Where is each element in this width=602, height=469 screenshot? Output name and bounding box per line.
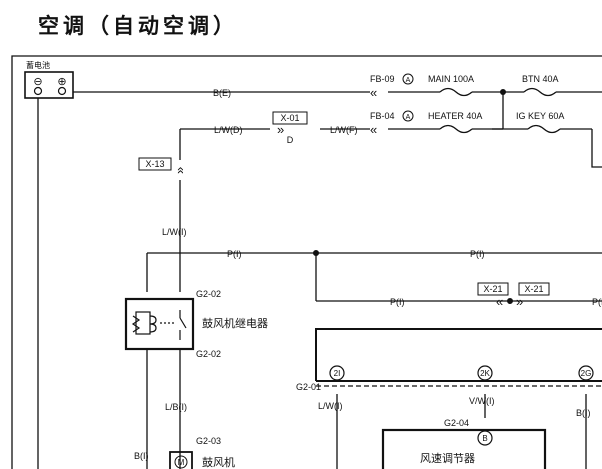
connector-ref: X-13: [145, 159, 164, 169]
wire-label: B(E): [213, 88, 231, 98]
pin-label: 2I: [334, 369, 341, 378]
connector-ref: G2-01: [296, 382, 321, 392]
wire-label: P(I): [390, 297, 405, 307]
wire-label: L/W(I): [318, 401, 343, 411]
wire-label: P(I): [592, 297, 602, 307]
chevron-right-icon: »: [277, 122, 284, 137]
wire-label: B(I): [576, 408, 591, 418]
connector-ref: G2-03: [196, 436, 221, 446]
wire-label: P(I): [470, 249, 485, 259]
wire-label: L/W(I): [162, 227, 187, 237]
motor-icon: M: [178, 458, 185, 467]
wire-label: P(I): [227, 249, 242, 259]
wire-label: B(I): [134, 451, 149, 461]
fuse-label: BTN 40A: [522, 74, 559, 84]
motor-label: 鼓风机: [202, 455, 235, 469]
pin-label: B: [482, 434, 487, 443]
battery-positive: ⊕: [57, 76, 66, 88]
fuse-circle-label: A: [406, 77, 411, 84]
chevron-left-icon: «: [370, 85, 377, 100]
chevron-left-icon: «: [496, 294, 503, 309]
relay-label: 鼓风机继电器: [202, 316, 268, 330]
pin-label: 2G: [581, 369, 592, 378]
connector-ref: G2-02: [196, 289, 221, 299]
fuse-label: IG KEY 60A: [516, 111, 564, 121]
chevron-left-icon: «: [370, 122, 377, 137]
fuse-label: HEATER 40A: [428, 111, 482, 121]
connector-pin: D: [287, 135, 294, 145]
fuse-ref: FB-09: [370, 74, 395, 84]
chevron-right-icon: »: [516, 294, 523, 309]
fuse-label: MAIN 100A: [428, 74, 474, 84]
wire-label: V/W(I): [469, 396, 495, 406]
battery-label: 蓄电池: [26, 60, 50, 70]
battery-negative: ⊖: [33, 76, 42, 88]
fuse-circle-label: A: [406, 114, 411, 121]
connector-ref: X-01: [280, 113, 299, 123]
connector-ref: X-21: [524, 284, 543, 294]
wire-label: L/W(D): [214, 125, 243, 135]
page-title: 空调（自动空调）: [38, 14, 238, 38]
connector-ref: X-21: [483, 284, 502, 294]
pin-label: 2K: [480, 369, 490, 378]
speed-controller-label: 风速调节器: [420, 452, 475, 465]
connector-ref: G2-04: [444, 418, 469, 428]
wire-label: L/W(F): [330, 125, 358, 135]
wire-label: L/B(I): [165, 402, 187, 412]
relay-coil-icon: [131, 310, 187, 340]
fuse-ref: FB-04: [370, 111, 395, 121]
chevron-up-icon: »: [172, 167, 187, 174]
connector-ref: G2-02: [196, 349, 221, 359]
